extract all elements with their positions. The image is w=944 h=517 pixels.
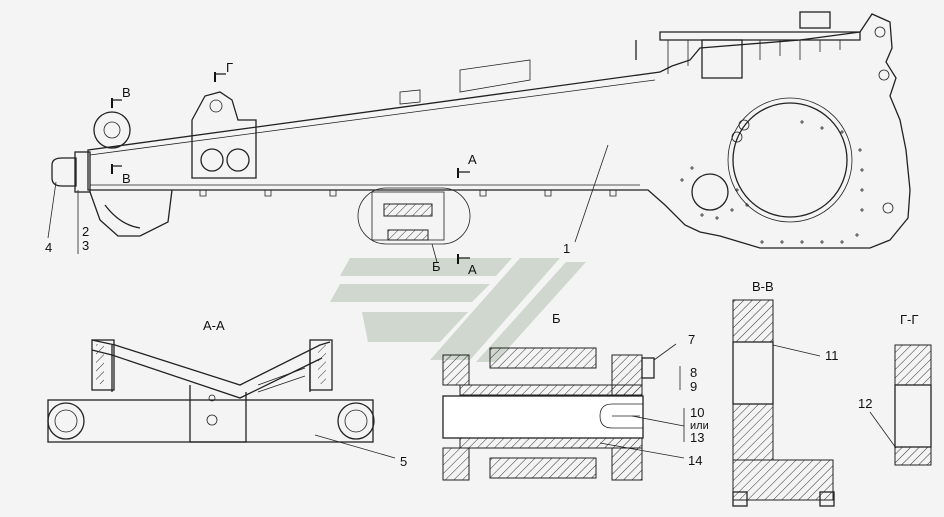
section-gg-title: Г-Г [900,312,918,327]
callout-11: 11 [825,348,839,363]
callout-7: 7 [688,332,695,347]
section-aa-title: А-А [203,318,225,333]
cut-b-bottom: В [122,171,131,186]
main-callouts: 1 4 2 3 [45,144,609,256]
callout-12: 12 [858,396,872,411]
section-aa: А-А 5 [47,318,407,469]
cut-markers: В В Г А А Б [111,60,477,277]
cut-b-top: В [122,85,131,100]
detail-b-title: Б [552,311,561,326]
callout-10: 10 [690,405,704,420]
callout-or: или [690,420,709,432]
callout-4: 4 [45,240,52,255]
section-vv-title: В-В [752,279,774,294]
callout-3: 3 [82,238,89,253]
callout-9: 9 [690,379,697,394]
callout-5: 5 [400,454,407,469]
cut-g: Г [226,60,233,75]
main-beam-view [51,11,911,249]
detail-b: Б 7 8 9 10 или 13 14 [442,311,709,481]
callout-1: 1 [563,241,570,256]
section-vv: В-В 11 [732,279,839,507]
detail-b-marker: Б [432,259,441,274]
crosses [680,120,864,244]
callout-14: 14 [688,453,702,468]
callout-8: 8 [690,365,697,380]
section-gg: Г-Г 12 [858,312,932,466]
cut-a-bottom: А [468,262,477,277]
watermark-logo [330,258,586,362]
cut-a-top: А [468,152,477,167]
callout-13: 13 [690,430,704,445]
callout-2: 2 [82,224,89,239]
